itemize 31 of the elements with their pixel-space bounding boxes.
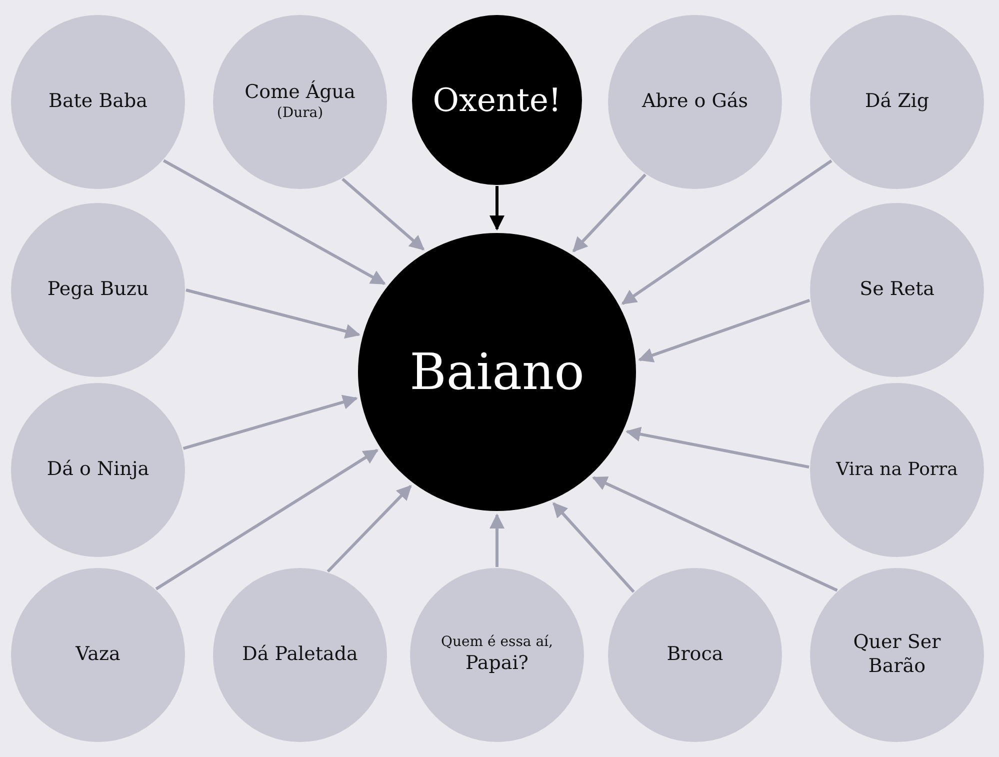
arrow	[572, 174, 646, 252]
node-label: Dá Paletada	[242, 643, 358, 667]
arrow	[621, 159, 832, 305]
node-label: Vaza	[76, 643, 120, 667]
node-label: (Dura)	[276, 105, 324, 123]
arrow	[490, 514, 504, 567]
node-label: Quer Ser Barão	[852, 631, 942, 679]
arrow	[186, 288, 360, 339]
node-label: Baiano	[410, 342, 584, 403]
node-label: Oxente!	[432, 80, 562, 120]
node-label: Quem é essa aí,	[441, 634, 553, 652]
arrow	[552, 502, 635, 593]
arrow	[326, 484, 412, 573]
arrow	[342, 178, 425, 250]
arrow	[155, 448, 379, 590]
node-label: Come Água	[244, 81, 356, 106]
node-label: Se Reta	[860, 278, 934, 302]
node-label: Abre o Gás	[642, 90, 748, 114]
arrow	[490, 186, 504, 230]
arrow	[592, 476, 838, 592]
node-label: Dá o Ninja	[46, 458, 150, 482]
node-label: Vira na Porra	[836, 458, 958, 482]
node-label: Bate Baba	[48, 90, 148, 114]
arrow	[626, 426, 810, 468]
arrow	[638, 298, 810, 362]
node-label: Dá Zig	[864, 90, 930, 114]
node-label: Pega Buzu	[47, 278, 149, 302]
node-label: Papai?	[465, 652, 528, 676]
arrow	[162, 159, 386, 285]
arrow	[182, 394, 358, 450]
node-label: Broca	[666, 643, 724, 667]
